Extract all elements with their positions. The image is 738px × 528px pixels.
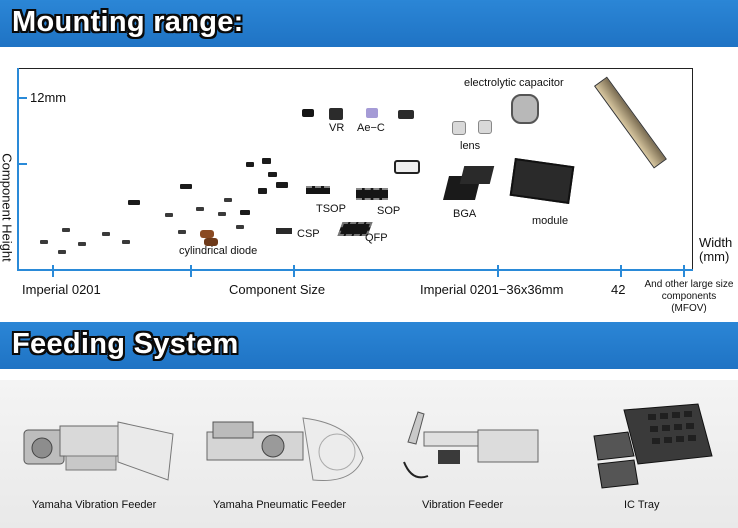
module-chip — [509, 158, 575, 204]
x-tick-2 — [190, 265, 192, 277]
chip-small — [224, 198, 232, 202]
electrolytic-capacitor — [511, 94, 539, 124]
ic-tray-image — [593, 403, 713, 489]
bga-chip-2 — [459, 166, 495, 184]
chip-small — [268, 172, 277, 177]
y-tick-label: 12mm — [30, 90, 67, 105]
label-cylindrical-diode: cylindrical diode — [179, 245, 258, 257]
sop-chip — [356, 188, 388, 200]
x-label-component-size: Component Size — [229, 282, 326, 297]
lens-part-1 — [452, 121, 466, 135]
feeding-system-banner: Feeding System — [0, 322, 738, 369]
label-tsop: TSOP — [316, 203, 346, 215]
label-lens: lens — [460, 140, 481, 152]
caption-yamaha-pneumatic-feeder: Yamaha Pneumatic Feeder — [213, 499, 347, 511]
y-tick-mid — [17, 163, 27, 165]
chip-small — [218, 212, 226, 216]
x-label-range: Imperial 0201−36x36mm — [420, 282, 564, 297]
x-label-42: 42 — [611, 282, 626, 297]
chip-small — [276, 182, 288, 188]
caption-vibration-feeder: Vibration Feeder — [422, 499, 504, 511]
chip-small — [58, 250, 66, 254]
x-axis — [17, 269, 693, 271]
chip-small — [196, 207, 204, 211]
x-tick-4 — [497, 265, 499, 277]
chip-small — [122, 240, 130, 244]
yamaha-vibration-feeder-image — [23, 421, 174, 481]
label-bga: BGA — [453, 208, 477, 220]
feeding-system-title: Feeding System — [12, 328, 239, 360]
cylindrical-diode-part — [200, 230, 214, 238]
cylindrical-diode-part — [204, 238, 218, 246]
y-tick-12mm — [17, 97, 27, 99]
caption-yamaha-vibration-feeder: Yamaha Vibration Feeder — [32, 499, 157, 511]
x-tick-5 — [620, 265, 622, 277]
yamaha-pneumatic-feeder-image — [206, 417, 364, 482]
chip-small — [258, 188, 267, 194]
chip-small — [102, 232, 110, 236]
chip-0201 — [40, 240, 48, 244]
label-ae-c: Ae−C — [357, 122, 385, 134]
x-label-imperial-0201: Imperial 0201 — [22, 282, 101, 297]
chip-small — [78, 242, 86, 246]
y-axis-label: Component Height — [0, 153, 15, 262]
label-sop: SOP — [377, 205, 401, 217]
label-qfp: QFP — [365, 232, 388, 244]
label-csp: CSP — [297, 228, 320, 240]
csp-chip — [276, 228, 292, 234]
ae-c-part — [366, 108, 378, 118]
mounting-range-title: Mounting range: — [12, 6, 244, 38]
label-module: module — [532, 215, 569, 227]
chip-small — [178, 230, 186, 234]
chip-small — [240, 210, 250, 215]
vr-part-1 — [302, 109, 314, 117]
vr-part-2 — [329, 108, 343, 120]
x-label-large-components: And other large size components (MFOV) — [644, 279, 734, 314]
label-electrolytic-capacitor: electrolytic capacitor — [464, 77, 564, 89]
chip-small — [62, 228, 70, 232]
x-tick-6 — [683, 265, 685, 277]
lens-part-2 — [478, 120, 492, 134]
chip-medium — [180, 184, 192, 189]
tsop-chip — [306, 186, 330, 194]
chip-small — [165, 213, 173, 217]
chip-small — [262, 158, 271, 164]
chip-small — [236, 225, 244, 229]
chart-frame — [17, 68, 693, 270]
label-vr: VR — [329, 122, 345, 134]
y-axis — [17, 68, 19, 270]
x-axis-unit: Width (mm) — [699, 235, 733, 264]
x-tick-3 — [293, 265, 295, 277]
mounting-range-banner: Mounting range: — [0, 0, 738, 47]
chip-medium — [128, 200, 140, 205]
ae-c-part-2 — [398, 110, 414, 119]
chip-small — [246, 162, 254, 167]
socket-part — [394, 160, 420, 174]
caption-ic-tray: IC Tray — [624, 499, 660, 511]
vibration-feeder-image — [403, 411, 539, 479]
x-tick-1 — [52, 265, 54, 277]
